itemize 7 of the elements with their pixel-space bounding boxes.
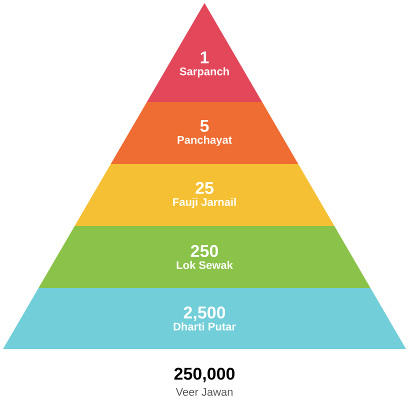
pyramid-tier: 1 Sarpanch xyxy=(146,3,262,102)
pyramid-tier: 250 Lok Sewak xyxy=(38,226,370,288)
pyramid-tier: 2,500 Dharti Putar xyxy=(3,288,406,349)
base-value: 250,000 xyxy=(174,368,235,382)
pyramid-tier: 5 Panchayat xyxy=(110,102,298,164)
pyramid-tier: 25 Fauji Jarnail xyxy=(74,164,334,226)
base-label: Veer Jawan xyxy=(176,388,232,396)
